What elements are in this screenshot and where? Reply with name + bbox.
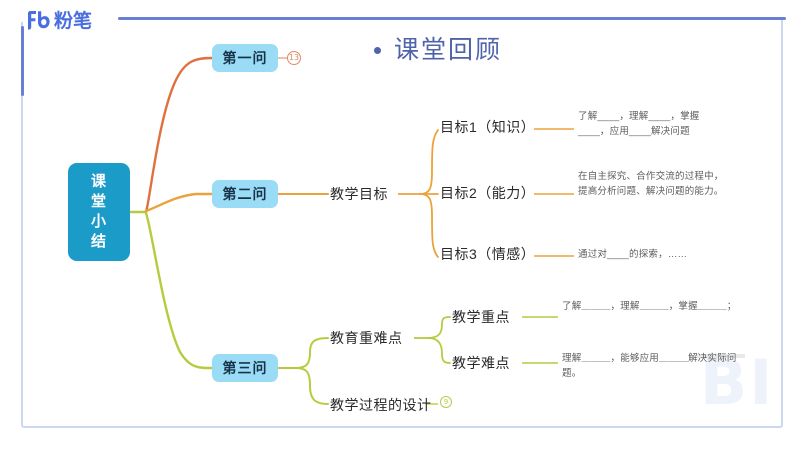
mindmap-node-question-3[interactable]: 第三问 [212, 354, 278, 382]
mindmap-node-question-1[interactable]: 第一问 [212, 44, 278, 72]
root-label-char-2: 堂 [90, 193, 107, 211]
goal-2-detail-text: 在自主探究、合作交流的过程中，提高分析问题、解决问题的能力。 [578, 171, 724, 197]
goal-3-detail-text: 通过对____的探索，…… [578, 249, 688, 260]
teaching-difficulty-detail-text: 理解＿＿＿，能够应用＿＿＿解决实际问题。 [562, 353, 737, 379]
root-label-char-4: 结 [90, 232, 107, 250]
frame-mask [21, 16, 121, 22]
brand-logo-text: 粉笔 [54, 9, 93, 32]
watermark-text: BI [700, 346, 775, 419]
root-label-char-1: 课 [90, 173, 107, 191]
mindmap-root-node[interactable]: 课 堂 小 结 [68, 163, 130, 261]
mindmap-node-teaching-difficulty[interactable]: 教学难点 [452, 355, 510, 371]
mindmap-node-goal-3[interactable]: 目标3（情感） [440, 246, 536, 262]
page-title: 课堂回顾 [374, 38, 502, 63]
mindmap-node-goal-2[interactable]: 目标2（能力） [440, 185, 536, 201]
root-label-char-3: 小 [90, 213, 107, 230]
teaching-key-point-detail-text: 了解＿＿＿，理解＿＿＿，掌握＿＿＿； [562, 301, 737, 312]
title-bullet-icon [374, 47, 381, 54]
mindmap-node-teaching-key-point[interactable]: 教学重点 [452, 309, 510, 325]
brand-logo: 粉笔 [26, 8, 92, 34]
mindmap-node-goal-1[interactable]: 目标1（知识） [440, 119, 536, 135]
question-1-badge: 13 [287, 51, 301, 65]
fb-logo-icon [28, 11, 50, 30]
frame-left-accent-bar [21, 26, 24, 96]
watermark-bar [697, 354, 745, 358]
page-title-text: 课堂回顾 [394, 36, 503, 64]
frame-top-accent-bar [118, 17, 786, 20]
goal-1-detail-text: 了解____，理解____，掌握____，应用____解决问题 [578, 111, 700, 137]
mindmap-node-question-2[interactable]: 第二问 [212, 180, 278, 208]
mindmap-node-teaching-process-design[interactable]: 教学过程的设计 [330, 397, 432, 413]
mindmap-node-teaching-goals[interactable]: 教学目标 [330, 186, 388, 202]
mindmap-node-key-difficult-points[interactable]: 教育重难点 [330, 330, 403, 346]
teaching-process-badge: 9 [440, 396, 452, 408]
